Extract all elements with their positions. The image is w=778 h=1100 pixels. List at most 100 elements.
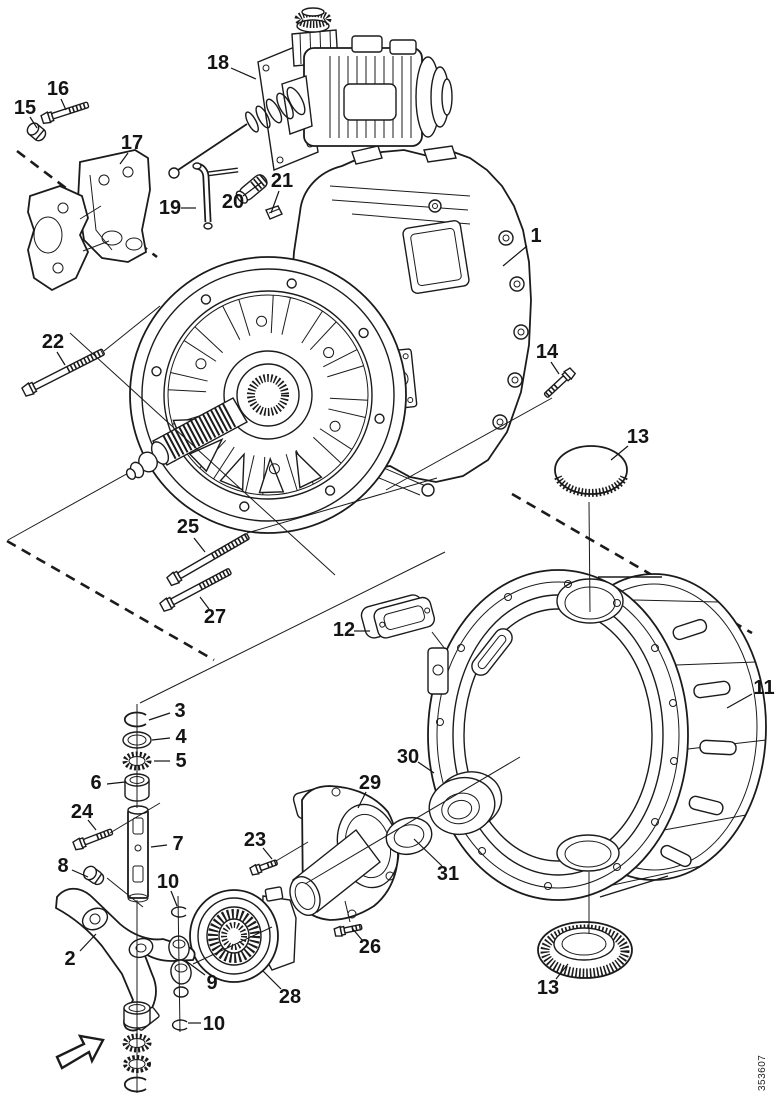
callout-leader-17 [119, 152, 129, 165]
callout-leader-13 [555, 963, 569, 980]
callout-label-13: 13 [537, 977, 559, 999]
callout-leader-22 [56, 351, 66, 366]
callout-14: 14 [536, 341, 560, 375]
callout-label-9: 9 [206, 972, 217, 994]
callout-label-8: 8 [57, 855, 68, 877]
callout-leader-11 [726, 693, 753, 709]
callout-leader-3 [148, 712, 171, 721]
callout-1: 1 [502, 225, 542, 267]
callout-15: 15 [14, 97, 38, 129]
clutch-actuator [168, 7, 453, 179]
callout-leader-28 [262, 970, 282, 990]
callout-22: 22 [42, 331, 66, 366]
callout-leader-8 [71, 869, 89, 878]
bearing-carrier [289, 785, 400, 921]
callout-4: 4 [151, 726, 187, 748]
callout-25: 25 [177, 516, 206, 553]
cap-top [554, 445, 628, 497]
callout-28: 28 [262, 970, 301, 1008]
release-yoke [27, 185, 89, 292]
callout-6: 6 [90, 772, 126, 794]
callout-10: 10 [157, 871, 179, 907]
clutch-bell-housing [427, 569, 767, 901]
bolt-27 [159, 568, 232, 613]
callout-7: 7 [150, 833, 184, 855]
bolt-16 [40, 101, 90, 125]
housing-bottom-opening [556, 834, 620, 872]
bellows [245, 86, 306, 133]
callout-label-15: 15 [14, 97, 36, 119]
retaining-clip [265, 205, 283, 220]
callout-12: 12 [333, 619, 370, 641]
callout-19: 19 [159, 197, 196, 219]
callout-label-20: 20 [222, 191, 244, 213]
callout-leader-23 [262, 847, 273, 860]
callout-label-12: 12 [333, 619, 355, 641]
bolt-23 [249, 859, 278, 876]
callout-label-10: 10 [157, 871, 179, 893]
callout-label-6: 6 [90, 772, 101, 794]
callout-26: 26 [351, 927, 381, 958]
callout-label-19: 19 [159, 197, 181, 219]
callout-label-1: 1 [530, 225, 541, 247]
callout-label-18: 18 [207, 52, 229, 74]
callout-label-3: 3 [174, 700, 185, 722]
snap-ring-upper [123, 711, 147, 728]
callout-27: 27 [199, 596, 226, 628]
callout-3: 3 [148, 700, 186, 722]
callout-16: 16 [47, 78, 69, 111]
callout-label-24: 24 [71, 801, 94, 823]
callout-13: 13 [610, 426, 649, 461]
callout-label-13: 13 [627, 426, 649, 448]
callout-label-21: 21 [271, 170, 293, 192]
callout-31: 31 [413, 838, 459, 885]
callout-leader-6 [106, 781, 126, 785]
callout-leader-14 [550, 361, 560, 375]
callout-leader-25 [193, 537, 206, 553]
fork-shaft [127, 805, 149, 903]
callout-label-28: 28 [279, 986, 301, 1008]
callout-leader-9 [185, 960, 206, 976]
release-bearing [189, 886, 297, 983]
callout-24: 24 [71, 801, 97, 831]
spacer-nut [26, 122, 47, 142]
callout-leader-31 [413, 838, 443, 867]
bolt-14 [543, 367, 577, 398]
callout-label-17: 17 [121, 132, 143, 154]
callout-label-29: 29 [359, 772, 381, 794]
callout-21: 21 [270, 170, 293, 214]
callout-leader-2 [79, 933, 97, 952]
callout-18: 18 [207, 52, 257, 80]
callout-leader-26 [351, 927, 363, 941]
callout-label-26: 26 [359, 936, 381, 958]
callout-29: 29 [357, 772, 381, 809]
figure-number: 353607 [757, 1055, 768, 1091]
snap-ring-lower [123, 1076, 147, 1093]
callout-leader-18 [230, 67, 257, 80]
callout-label-31: 31 [437, 863, 459, 885]
callout-label-4: 4 [175, 726, 187, 748]
callout-8: 8 [57, 855, 89, 878]
callout-label-16: 16 [47, 78, 69, 100]
callout-leader-24 [87, 819, 97, 831]
callout-9: 9 [185, 960, 218, 994]
rollers [168, 935, 192, 998]
callout-10: 10 [188, 1013, 225, 1035]
callout-leader-30 [417, 761, 435, 774]
callout-leader-13 [610, 445, 629, 461]
callout-label-30: 30 [397, 746, 419, 768]
callout-11: 11 [726, 677, 775, 709]
callout-20: 20 [222, 181, 263, 213]
mounting-bracket [77, 149, 151, 263]
cap-bottom [537, 921, 633, 979]
callout-label-23: 23 [244, 829, 266, 851]
callout-23: 23 [244, 829, 273, 860]
pushrod [168, 123, 248, 179]
callout-leader-7 [150, 844, 168, 848]
callout-leader-16 [60, 98, 67, 111]
callout-label-10: 10 [203, 1013, 225, 1035]
seal-carrier [428, 771, 503, 836]
callout-label-14: 14 [536, 341, 559, 363]
callout-label-11: 11 [753, 677, 774, 699]
